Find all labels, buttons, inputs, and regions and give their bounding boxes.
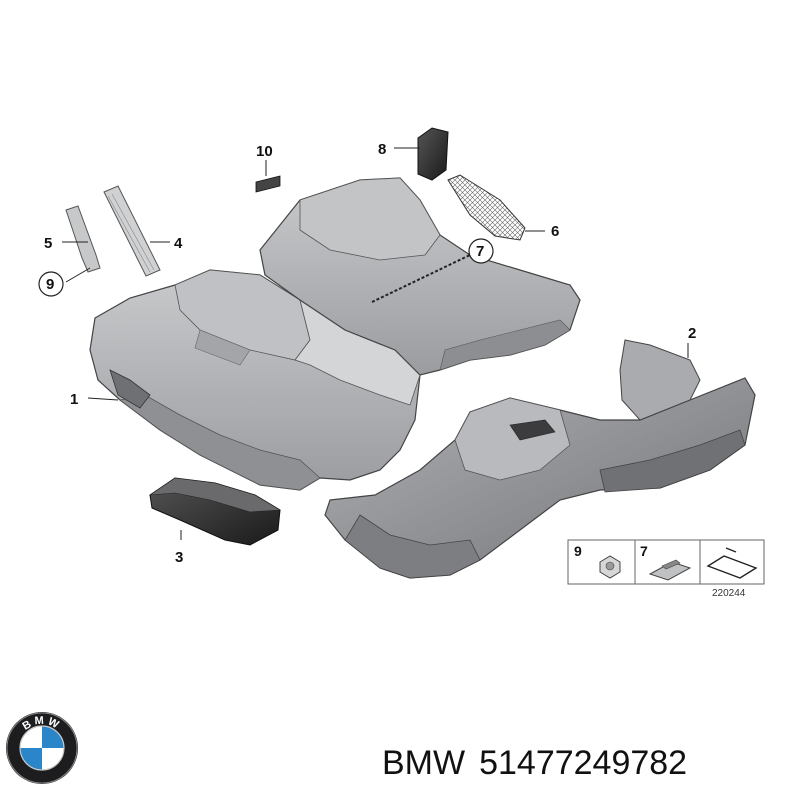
callout-3: 3	[175, 549, 183, 566]
callout-5: 5	[44, 235, 52, 252]
svg-text:BMW: BMW	[20, 715, 63, 733]
rear-floor-carpet	[324, 339, 756, 579]
callout-10: 10	[256, 143, 273, 160]
legend-box: 9 7 220244	[567, 539, 765, 599]
mesh-net-6	[447, 174, 526, 241]
legend-num-7: 7	[640, 543, 648, 559]
callout-9: 9	[46, 276, 54, 293]
sill-strip-4	[103, 185, 161, 277]
callout-4: 4	[174, 235, 183, 252]
diagram-reference: 220244	[712, 588, 746, 599]
callout-7: 7	[476, 243, 484, 260]
callout-7-ring	[468, 238, 494, 264]
bmw-logo: BMW	[6, 712, 78, 784]
legend-num-9: 9	[574, 543, 582, 559]
leader-9	[65, 267, 91, 283]
callout-8: 8	[378, 141, 386, 158]
nut-icon	[599, 555, 621, 579]
pad-10	[255, 175, 281, 193]
leader-1	[87, 397, 119, 401]
logo-text: BMW	[20, 715, 60, 733]
clip-icon	[648, 559, 692, 581]
callout-1: 1	[70, 391, 78, 408]
tool-icon	[706, 547, 758, 579]
part-number: 51477249782	[479, 744, 688, 782]
callouts: 1 2 3 4 5 6 7 8 9 10	[38, 141, 696, 566]
block-8	[417, 127, 449, 181]
brand-label: BMW	[382, 744, 466, 782]
part-caption: BMW 51477249782	[382, 738, 792, 788]
callout-6: 6	[551, 223, 559, 240]
bracket-5	[65, 205, 101, 273]
storage-tray	[148, 477, 281, 546]
callout-2: 2	[688, 325, 696, 342]
callout-9-ring	[38, 271, 64, 297]
center-rear-carpet	[259, 177, 581, 376]
